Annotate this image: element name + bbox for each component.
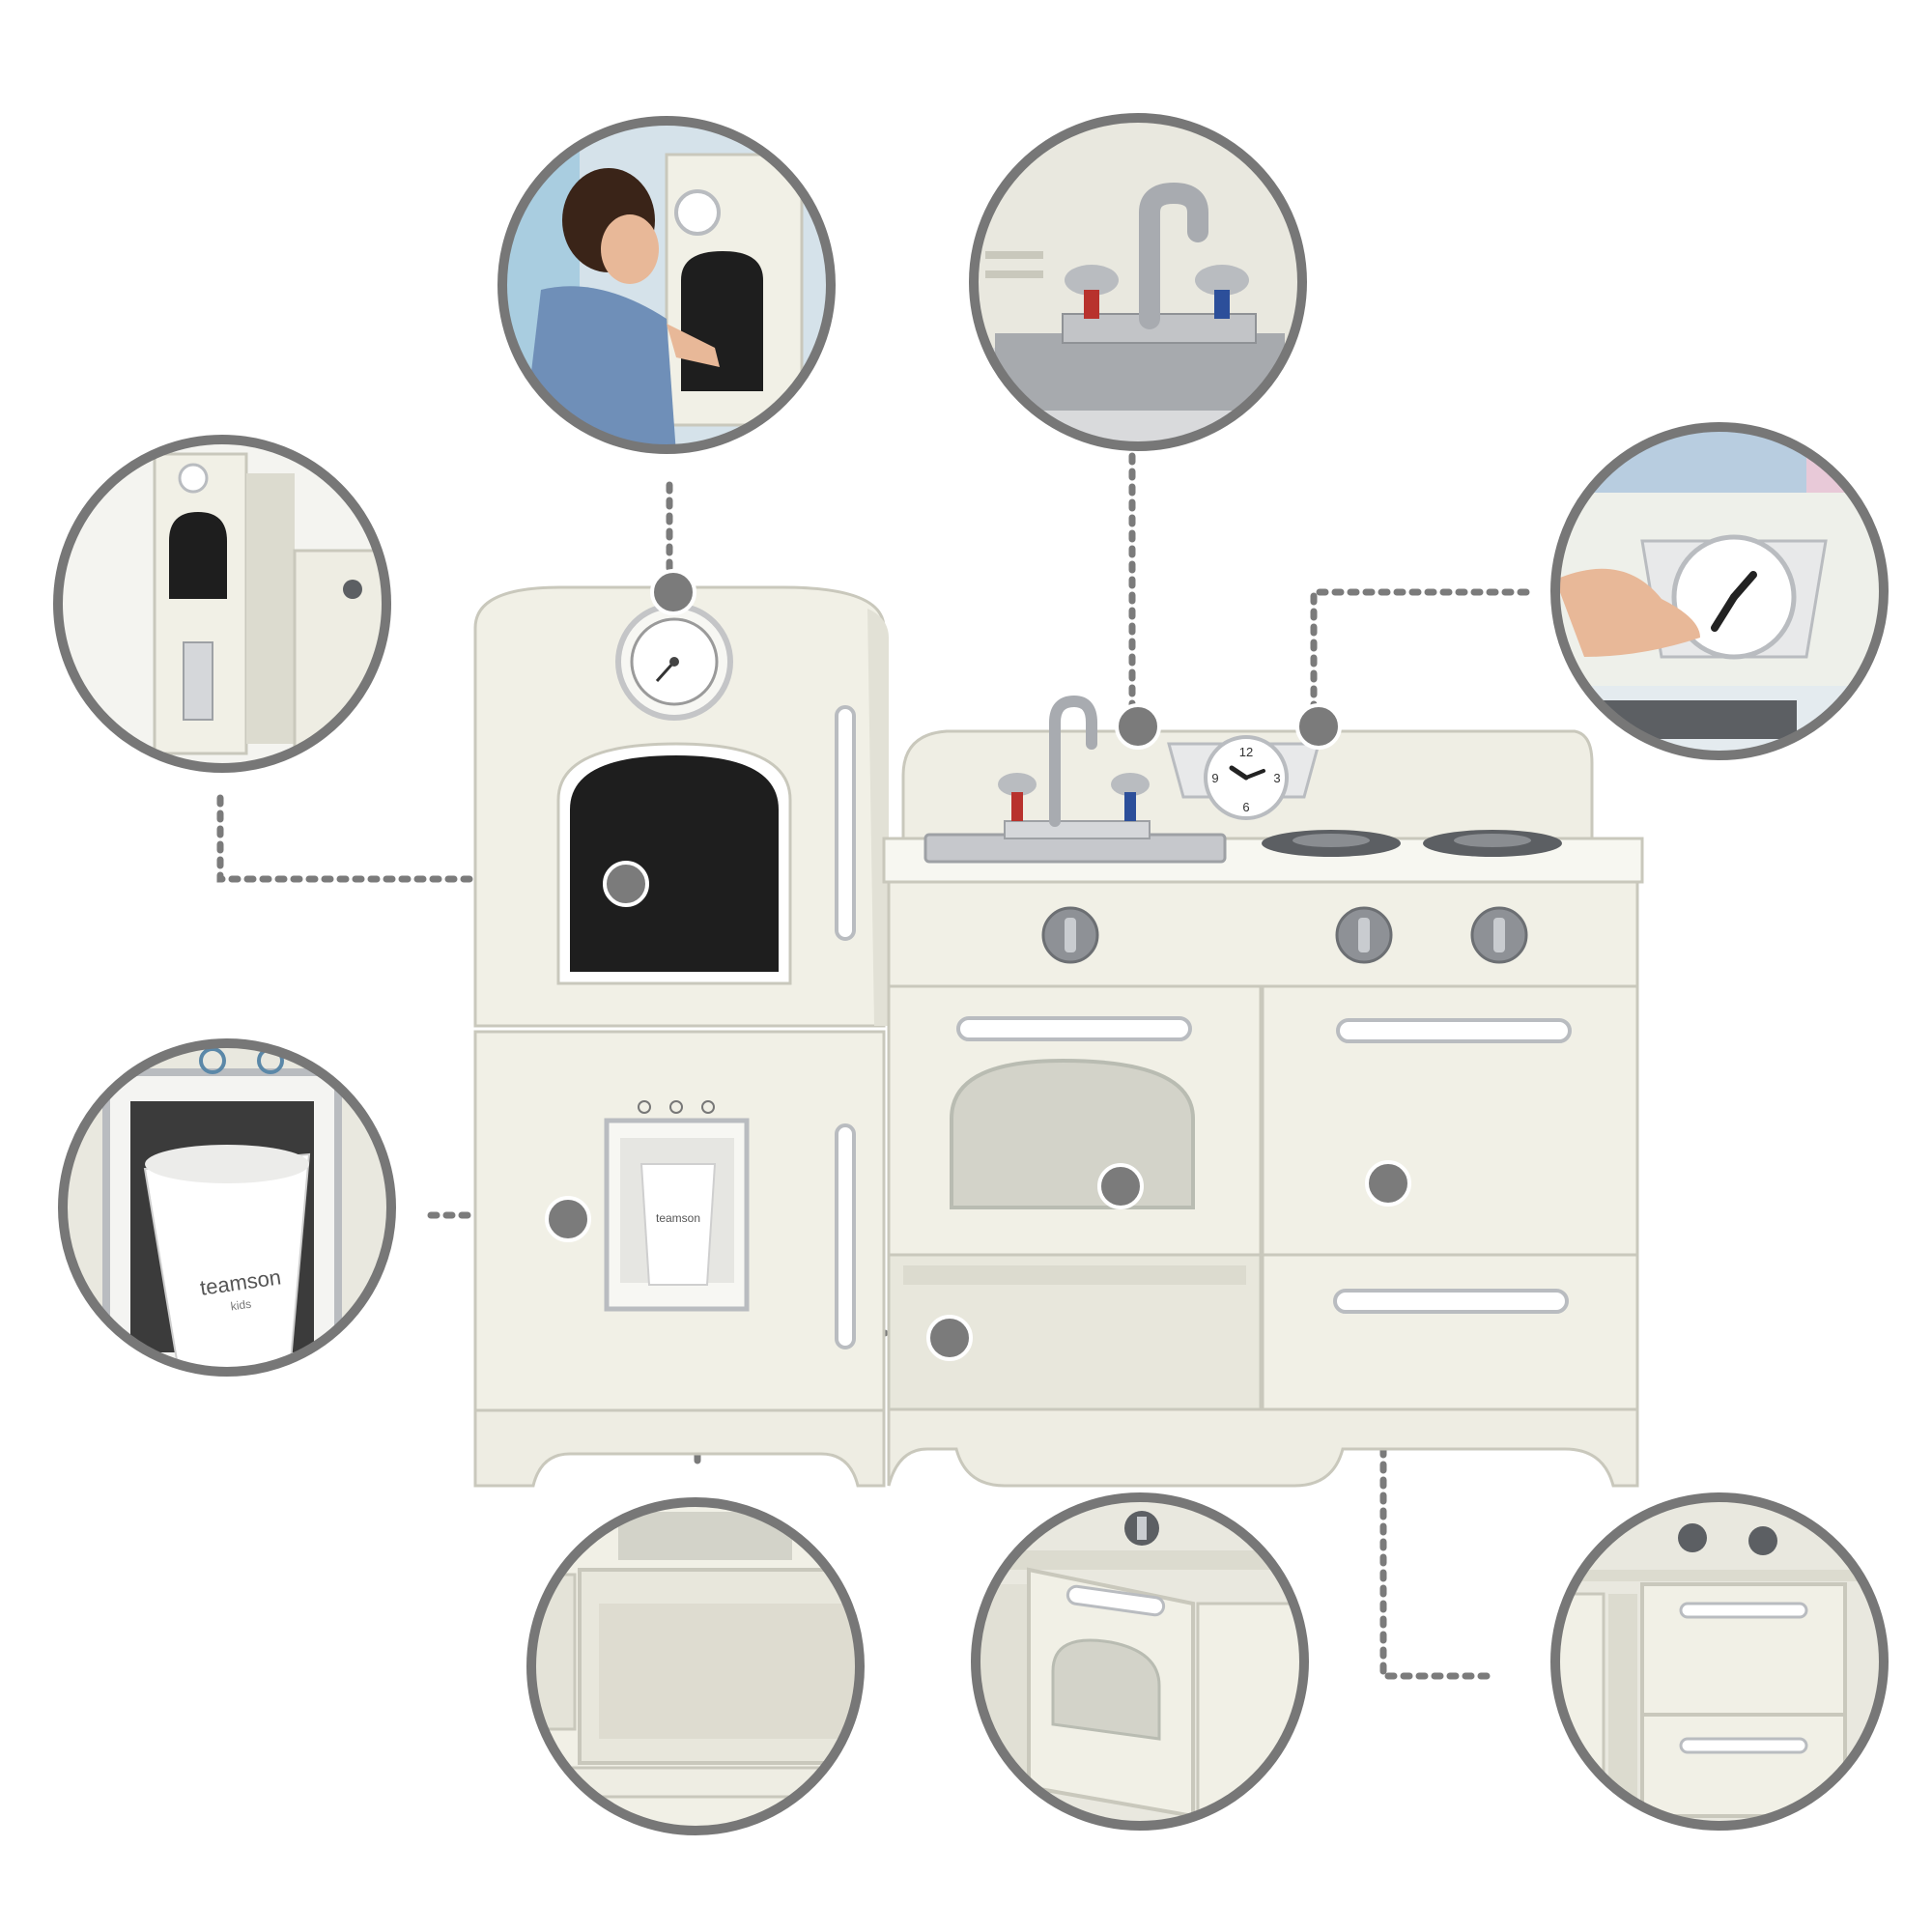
detail-ring-5 xyxy=(58,1038,396,1377)
callout-dot-clock xyxy=(1295,703,1342,750)
detail-circle-sink xyxy=(969,113,1307,451)
fridge-top-handle xyxy=(835,705,856,941)
detail-circle-cupboard xyxy=(1550,1492,1889,1831)
callout-dot-dispenser xyxy=(545,1196,591,1242)
oven-window xyxy=(950,1058,1195,1209)
tap-icon xyxy=(1049,695,1097,827)
drawer-handle xyxy=(1333,1289,1569,1314)
stove-knobs xyxy=(1041,906,1528,964)
kitchen-unit: 12 3 6 9 xyxy=(882,695,1644,1488)
callout-dot-storage xyxy=(926,1315,973,1361)
detail-circle-fridge xyxy=(53,435,391,773)
detail-circle-dispenser: teamson kids xyxy=(58,1038,396,1377)
callout-dot-sink xyxy=(1115,703,1161,750)
thermometer-dial-icon xyxy=(615,603,733,721)
kitchen-base xyxy=(887,1407,1639,1488)
sink xyxy=(923,695,1227,864)
water-dispenser: teamson xyxy=(604,1100,750,1312)
detail-ring-7 xyxy=(971,1492,1309,1831)
leader-line-clock xyxy=(1310,588,1530,728)
clock-icon: 12 3 6 9 xyxy=(1167,735,1321,820)
callout-dot-thermometer xyxy=(650,569,696,615)
drawer xyxy=(1261,1253,1639,1411)
cupboard-handle xyxy=(1336,1018,1572,1043)
detail-circle-oven xyxy=(971,1492,1309,1831)
cup-brand-text: teamson xyxy=(656,1211,700,1225)
oven-handle xyxy=(956,1016,1192,1041)
callout-dot-chalkboard xyxy=(603,861,649,907)
detail-circle-clock xyxy=(1550,422,1889,760)
chalkboard-panel xyxy=(570,755,779,972)
dispenser-cup xyxy=(639,1163,717,1286)
detail-ring-1 xyxy=(497,116,836,454)
detail-ring-8 xyxy=(1550,1492,1889,1831)
fridge-bottom-handle xyxy=(835,1123,856,1350)
detail-cup-brand-subtext: kids xyxy=(230,1297,252,1314)
detail-ring-3 xyxy=(1550,422,1889,760)
clock-number-3: 3 xyxy=(1273,771,1280,785)
callout-dots xyxy=(545,569,1411,1361)
detail-ring-2 xyxy=(969,113,1307,451)
detail-circle-chalkboard-child xyxy=(497,116,836,454)
clock-number-9: 9 xyxy=(1211,771,1218,785)
callout-dot-cupboard xyxy=(1365,1160,1411,1207)
detail-ring-4 xyxy=(53,435,391,773)
detail-circle-storage xyxy=(526,1497,865,1835)
callout-dot-oven xyxy=(1097,1163,1144,1209)
clock-number-12: 12 xyxy=(1239,745,1253,759)
fridge-base xyxy=(473,1408,886,1488)
fridge-unit: teamson xyxy=(473,585,889,1488)
clock-number-6: 6 xyxy=(1242,800,1249,814)
burner-icon xyxy=(1262,830,1562,857)
detail-ring-6 xyxy=(526,1497,865,1835)
play-kitchen: teamson xyxy=(473,585,1644,1488)
